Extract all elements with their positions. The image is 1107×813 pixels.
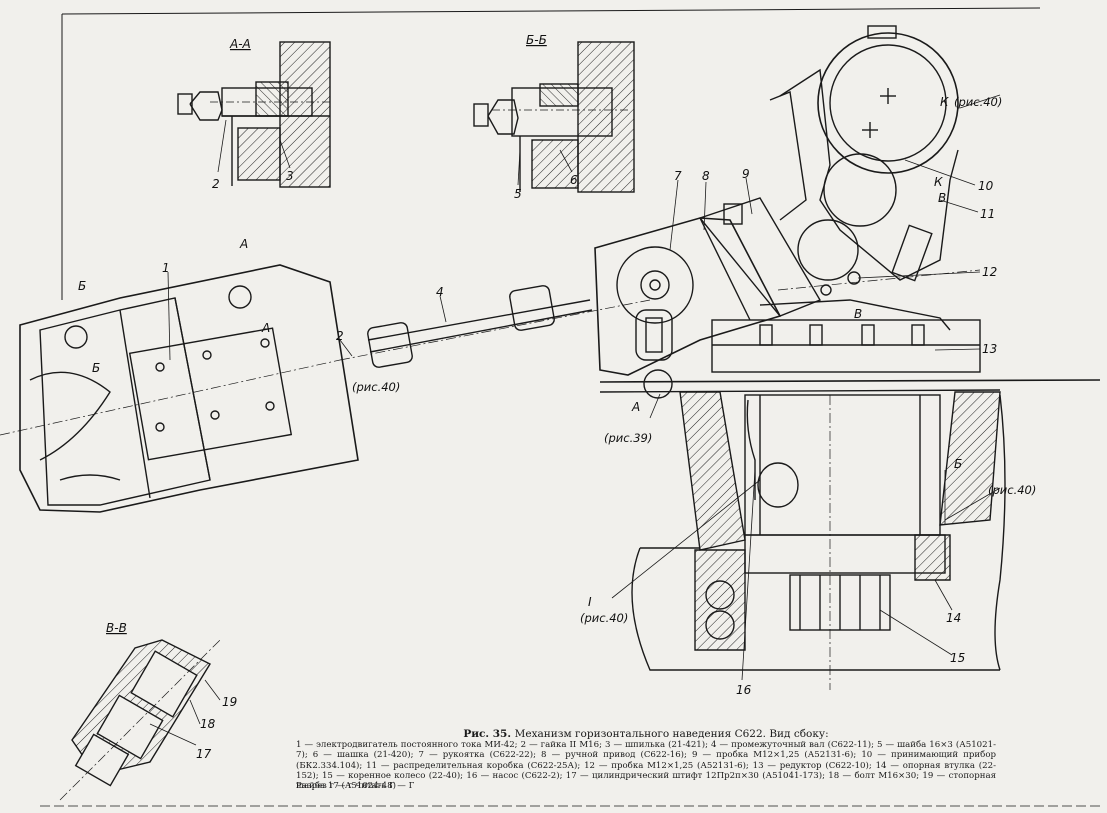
intermediate-shaft [339,285,651,368]
ref-fig40-top: (рис.40) [954,95,1002,109]
marker-v-top: В [938,191,946,205]
ref-fig39: (рис.39) [604,431,652,445]
marker-a-view: А [631,400,640,414]
section-label-v-v: В-В [106,621,127,635]
callout-1: 1 [162,261,170,275]
figure-title: Рис. 35. Механизм горизонтального наведе… [296,728,996,740]
callout-9: 9 [742,167,750,181]
figure-note: Разрез г — г читать Г — Г [296,781,415,791]
marker-b-view: Б [954,457,962,471]
callout-15: 15 [950,651,965,665]
section-label-a-a: А-А [229,37,251,51]
receiver-box [769,25,981,296]
callout-3: 3 [286,169,294,183]
figure-legend: 1 — электродвигатель постоянного тока МИ… [296,740,996,792]
marker-i: I [588,595,592,609]
marker-a-bottom: А [261,321,270,335]
callout-11: 11 [980,207,995,221]
section-v-v [59,639,221,801]
marker-k-top: К [940,95,949,109]
callout-2-aa: 2 [212,177,220,191]
callout-13: 13 [982,342,997,356]
figure-caption: Рис. 35. Механизм горизонтального наведе… [296,729,996,791]
motor-assembly [0,264,359,513]
ref-fig40-right: (рис.40) [988,483,1036,497]
figure-title-text: Механизм горизонтального наведения С622.… [514,728,829,740]
callout-10: 10 [978,179,994,193]
callout-18: 18 [200,717,216,731]
callout-14: 14 [946,611,961,625]
manual-drive [594,197,822,399]
marker-v-mid: В [854,307,862,321]
section-label-b-b: Б-Б [526,33,547,47]
figure-number: Рис. 35. [463,728,511,740]
marker-b-top: Б [78,279,86,293]
base-housing [599,379,1101,690]
callout-6: 6 [570,173,578,187]
callout-17: 17 [196,747,212,761]
ref-fig40-bottom: (рис.40) [580,611,628,625]
callout-8: 8 [702,169,710,183]
callout-4: 4 [436,285,444,299]
section-b-b [473,41,635,193]
reducer [711,299,981,373]
callout-2: 2 [336,329,344,343]
marker-b-bottom: Б [92,361,100,375]
callout-12: 12 [982,265,997,279]
marker-a-top: А [239,237,248,251]
callout-5: 5 [514,187,522,201]
callout-7: 7 [674,169,682,183]
callout-19: 19 [222,695,237,709]
section-a-a [177,41,331,188]
marker-k-bottom: К [934,175,943,189]
ref-fig40-shaft: (рис.40) [352,380,400,394]
callout-16: 16 [736,683,752,697]
